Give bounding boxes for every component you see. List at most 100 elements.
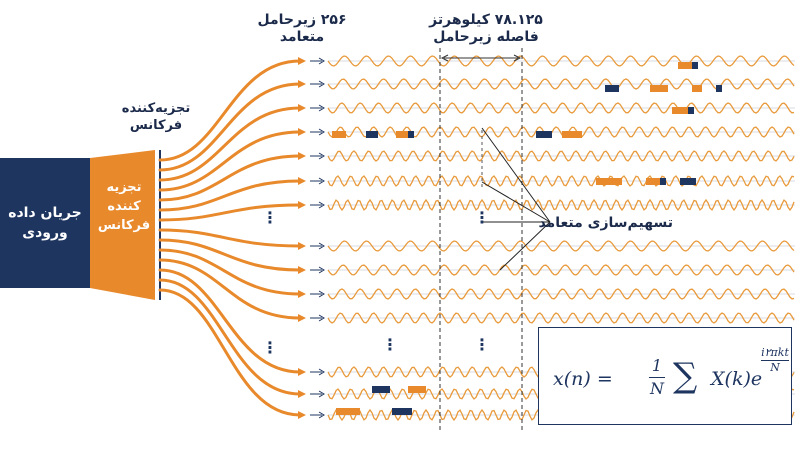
data-symbol-block: [392, 408, 412, 415]
carrier-wave: [327, 312, 795, 324]
data-symbol-block: [692, 62, 698, 69]
formula-lhs: x(n) =: [553, 368, 613, 390]
stream-arrowhead: [298, 57, 306, 65]
subchannel-stream: [158, 258, 302, 320]
data-symbol-block: [716, 85, 722, 92]
ellipsis-marker: ⋮: [262, 208, 278, 227]
formula-sum-sign: ∑: [673, 356, 698, 396]
spacing-title: ۷۸.۱۲۵ کیلوهرتز فاصله زیرحامل: [429, 12, 543, 45]
data-symbol-block: [408, 386, 426, 393]
subchannel-stream: [158, 130, 302, 192]
carrier-wave: [327, 102, 795, 114]
data-symbol-block: [562, 131, 582, 138]
stream-arrowhead: [298, 411, 306, 419]
subchannel-arrowhead: [318, 201, 325, 209]
idft-formula-box: x(n) = 1 N ∑ X(k)e i۲πkt N: [538, 327, 792, 425]
carrier-wave: [327, 126, 795, 138]
idft-formula: x(n) = 1 N ∑ X(k)e i۲πkt N: [539, 328, 791, 424]
subchannel-stream: [158, 82, 302, 172]
subchannel-stream: [158, 248, 302, 296]
subchannel-stream: [158, 203, 302, 222]
carrier-wave: [327, 150, 795, 162]
data-symbol-block: [678, 62, 692, 69]
spacing-dim-arrow-right: [513, 54, 522, 62]
ellipsis-marker: ⋮: [382, 335, 398, 354]
formula-fraction: 1 N: [649, 356, 665, 398]
stream-arrowhead: [298, 390, 306, 398]
orthogonal-label: تسهیم‌سازی متعامد: [538, 215, 673, 231]
subchannel-arrowhead: [318, 104, 325, 112]
data-symbol-block: [688, 107, 694, 114]
stream-arrowhead: [298, 368, 306, 376]
data-symbol-block: [692, 85, 702, 92]
subchannel-stream: [158, 278, 302, 396]
subchannel-stream: [158, 228, 302, 248]
data-symbol-block: [650, 85, 668, 92]
subchannel-arrowhead: [318, 128, 325, 136]
data-symbol-block: [396, 131, 408, 138]
data-symbol-block: [408, 131, 414, 138]
stream-arrowhead: [298, 266, 306, 274]
carrier-wave: [327, 240, 795, 252]
splitter-title: تجزیه‌کننده فرکانس: [121, 101, 191, 133]
carrier-wave: [327, 264, 795, 276]
subchannel-arrowhead: [318, 290, 325, 298]
data-symbol-block: [536, 131, 552, 138]
ellipsis-marker: ⋮: [474, 208, 490, 227]
subchannel-arrowhead: [318, 242, 325, 250]
subchannel-arrowhead: [318, 152, 325, 160]
data-symbol-block: [646, 178, 660, 185]
formula-term: X(k)e: [711, 368, 763, 390]
stream-arrowhead: [298, 290, 306, 298]
stream-arrowhead: [298, 242, 306, 250]
stream-arrowhead: [298, 201, 306, 209]
subchannel-stream: [158, 288, 302, 417]
data-symbol-block: [332, 131, 346, 138]
stream-arrowhead: [298, 80, 306, 88]
input-stream-label: جریان داده ورودی: [8, 205, 82, 241]
subchannel-arrowhead: [318, 390, 325, 398]
stream-arrowhead: [298, 152, 306, 160]
subchannel-stream: [158, 179, 302, 212]
ellipsis-marker: ⋮: [474, 335, 490, 354]
data-symbol-block: [372, 386, 390, 393]
subchannel-stream: [158, 106, 302, 182]
subchannel-arrowhead: [318, 177, 325, 185]
subchannel-stream: [158, 59, 302, 162]
stream-arrowhead: [298, 177, 306, 185]
data-symbol-block: [336, 408, 360, 415]
subchannel-stream: [158, 238, 302, 272]
carrier-wave: [327, 55, 795, 67]
splitter-box-label: تجزیه کننده فرکانس: [97, 180, 151, 233]
subchannel-arrowhead: [318, 57, 325, 65]
carrier-wave: [327, 175, 795, 187]
spacing-dim-arrow-left: [440, 54, 449, 62]
subchannel-arrowhead: [318, 314, 325, 322]
orthogonal-pointer: [481, 181, 551, 223]
data-symbol-block: [680, 178, 696, 185]
subchannels-title: ۲۵۶ زیرحامل متعامد: [257, 12, 347, 45]
input-stream-box: جریان داده ورودی: [0, 158, 90, 288]
ellipsis-marker: ⋮: [262, 338, 278, 357]
stream-arrowhead: [298, 314, 306, 322]
data-symbol-block: [672, 107, 688, 114]
subchannel-arrowhead: [318, 80, 325, 88]
orthogonal-pointer: [481, 127, 551, 223]
subchannel-arrowhead: [318, 411, 325, 419]
splitter-edge: [88, 158, 93, 288]
carrier-wave: [327, 198, 795, 212]
data-symbol-block: [660, 178, 666, 185]
carrier-wave: [327, 288, 795, 300]
subchannel-arrowhead: [318, 266, 325, 274]
data-symbol-block: [596, 178, 622, 185]
formula-exponent: i۲πkt N: [761, 346, 789, 374]
stream-arrowhead: [298, 128, 306, 136]
subchannel-stream: [158, 268, 302, 374]
splitter-funnel: [90, 150, 155, 300]
stream-arrowhead: [298, 104, 306, 112]
orthogonal-pointer: [499, 221, 551, 271]
data-symbol-block: [605, 85, 619, 92]
subchannel-stream: [158, 154, 302, 202]
data-symbol-block: [366, 131, 378, 138]
